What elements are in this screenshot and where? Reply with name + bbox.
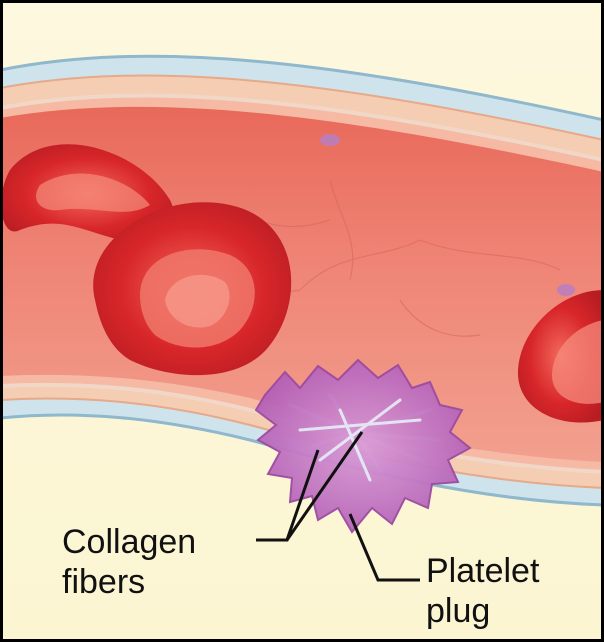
label-platelet-line1: Platelet <box>426 552 540 590</box>
label-collagen-line1: Collagen <box>62 523 196 561</box>
label-platelet-line2: plug <box>426 592 490 630</box>
label-collagen-line2: fibers <box>62 563 145 601</box>
